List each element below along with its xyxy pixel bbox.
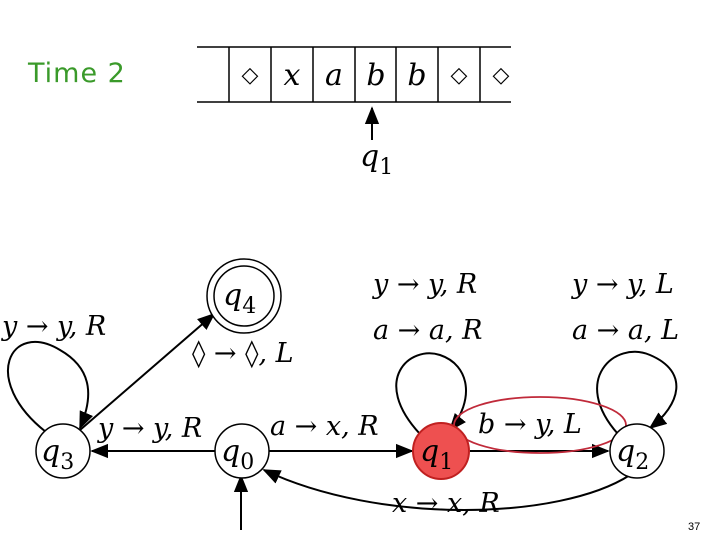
tape-cell-2: x <box>284 58 301 93</box>
state-q1-circle <box>412 422 470 480</box>
state-q2: q2 <box>609 423 665 479</box>
tape-cell-1: ◇ <box>242 63 259 88</box>
label-q1-to-q2: b → y, L <box>478 409 582 440</box>
state-q3-circle <box>35 423 91 479</box>
state-q0-circle <box>214 423 270 479</box>
label-q3-loop: y → y, R <box>1 311 106 342</box>
label-q1-loop-1: y → y, R <box>372 269 477 300</box>
page-number: 37 <box>688 521 701 533</box>
edge-q1-loop <box>395 352 467 435</box>
state-q4-label: q4 <box>223 278 256 319</box>
label-q2-to-q0: x → x, R <box>392 488 500 519</box>
state-q3-label: q3 <box>41 434 74 475</box>
time-label: Time 2 <box>28 58 126 89</box>
tape-cell-5: b <box>407 58 426 93</box>
state-q1-label: q1 <box>420 434 453 475</box>
tape-cell-3: a <box>325 58 343 93</box>
highlighted-transition-ellipse <box>453 396 627 454</box>
state-q4: q4 <box>206 258 282 334</box>
state-q2-circle <box>609 423 665 479</box>
label-q3-to-q4: ◊ → ◊, L <box>192 338 294 369</box>
edge-q3-to-q4 <box>79 312 216 431</box>
state-q0: q0 <box>214 423 270 479</box>
tape: ◇ x a b b ◇ ◇ <box>197 46 511 103</box>
state-q1: q1 <box>412 422 470 480</box>
edge-q2-to-q0 <box>262 469 631 511</box>
tape-cell-4: b <box>366 58 385 93</box>
label-q0-to-q3: y → y, R <box>97 413 202 444</box>
state-q4-inner-circle <box>213 265 275 327</box>
state-q2-label: q2 <box>616 434 649 475</box>
label-q1-loop-2: a → a, R <box>373 315 482 346</box>
label-q2-loop-2: a → a, L <box>572 315 679 346</box>
head-state-label: q1 <box>360 139 393 180</box>
tape-cell-6: ◇ <box>451 63 468 88</box>
state-q3: q3 <box>35 423 91 479</box>
edge-q2-loop <box>596 350 678 435</box>
state-q0-label: q0 <box>221 434 254 475</box>
label-q2-loop-1: y → y, L <box>571 269 674 300</box>
label-q0-to-q1: a → x, R <box>270 411 379 442</box>
edge-q3-loop <box>7 341 93 433</box>
tape-cell-7: ◇ <box>493 63 510 88</box>
